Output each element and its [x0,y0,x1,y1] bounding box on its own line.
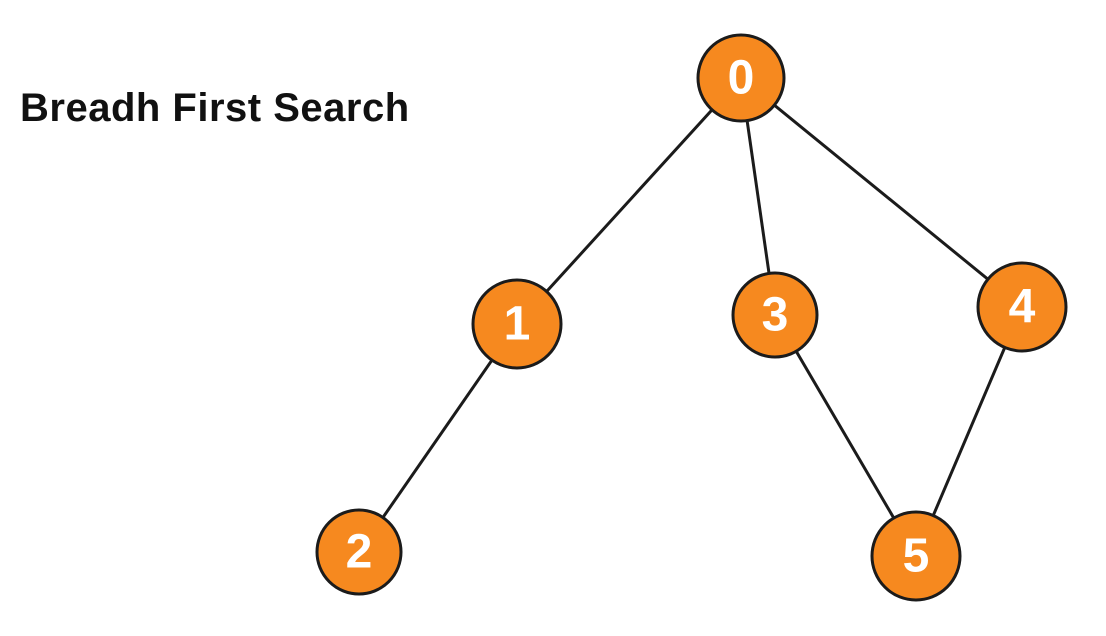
node-label-3: 3 [762,289,789,342]
graph-node-0: 0 [696,33,786,123]
node-circle-1 [471,278,563,370]
graph-node-1: 1 [471,278,563,370]
node-circle-2 [315,508,403,596]
node-label-0: 0 [728,52,755,105]
node-circle-5 [870,510,962,602]
node-label-1: 1 [504,298,531,351]
node-circle-3 [731,271,819,359]
graph-edge-3-5 [773,314,918,557]
graph-edge-1-2 [357,323,519,553]
node-label-5: 5 [903,530,930,583]
node-circle-0 [696,33,786,123]
graph-edge-0-4 [740,76,1023,309]
node-label-4: 4 [1009,281,1036,334]
graph-node-5: 5 [870,510,962,602]
node-label-2: 2 [346,526,373,579]
diagram-title: Breadh First Search [20,86,410,130]
node-circle-4 [976,261,1068,353]
graph-node-2: 2 [315,508,403,596]
graph-edge-0-1 [515,76,743,326]
graph-node-3: 3 [731,271,819,359]
graph-node-4: 4 [976,261,1068,353]
